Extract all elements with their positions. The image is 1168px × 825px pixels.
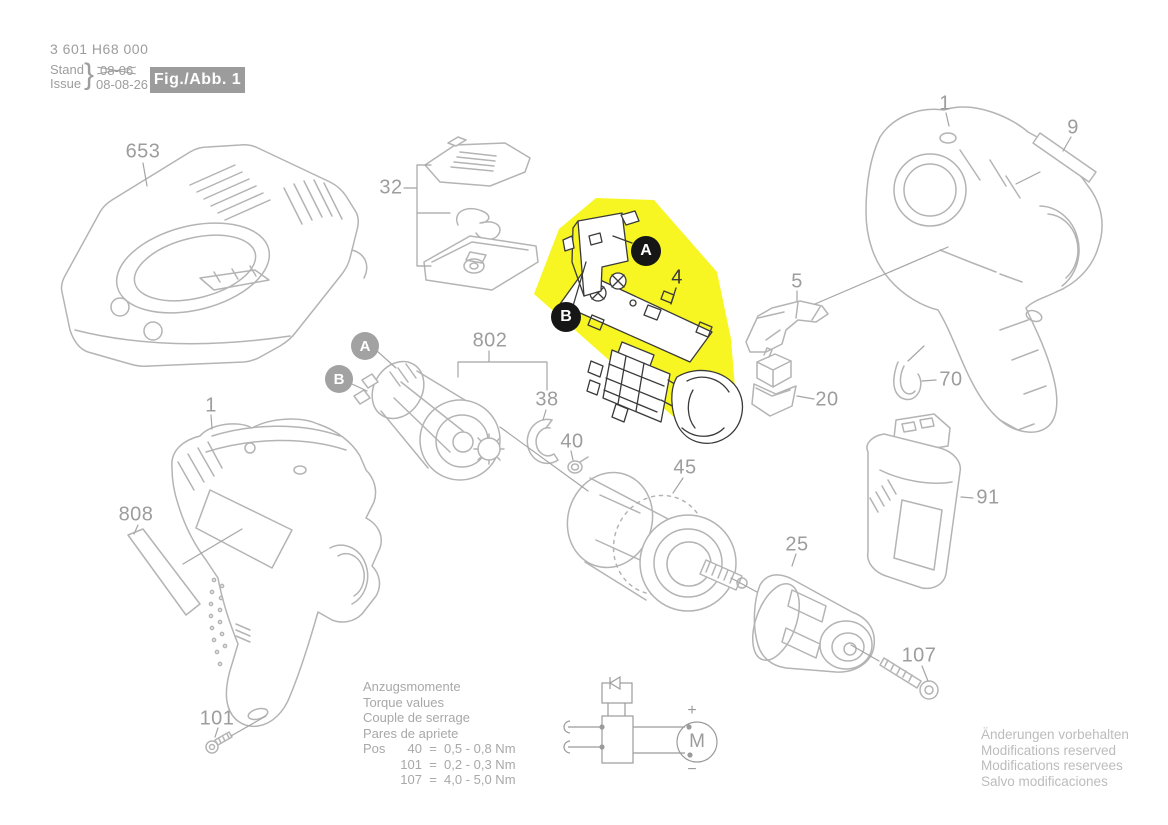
torque-row-pos: 101 xyxy=(400,756,422,772)
figure-badge: Fig./Abb. 1 xyxy=(150,67,245,93)
notice-en: Modifications reserved xyxy=(981,742,1117,758)
callout-battery: 91 xyxy=(976,486,1000,509)
issue-label: Issue xyxy=(50,76,82,91)
callout-screw-101: 101 xyxy=(199,707,235,730)
notice-de: Änderungen vorbehalten xyxy=(981,727,1129,742)
battery-drawing xyxy=(866,413,962,590)
callout-gearbox: 45 xyxy=(673,456,697,479)
screw-107-drawing xyxy=(879,657,939,700)
stand-label: Stand xyxy=(50,62,84,77)
marker-b-motor: B xyxy=(325,365,353,393)
minus-terminal-label: − xyxy=(687,761,697,778)
motor-drawing xyxy=(353,360,505,481)
motor-bracket-drawing xyxy=(526,418,559,465)
belt-hook-drawing xyxy=(893,361,922,401)
switch-slider-drawing xyxy=(423,136,539,291)
circuit-schematic xyxy=(563,675,718,764)
torque-title-en: Torque values xyxy=(363,694,444,710)
callout-nameplate-9: 9 xyxy=(1067,116,1079,139)
plus-terminal-label: + xyxy=(687,702,697,719)
revision-date-new: 08-08-26 xyxy=(96,77,149,92)
trigger-drawing xyxy=(745,300,829,353)
callout-belt-hook: 70 xyxy=(939,368,963,391)
torque-pos-label: Pos xyxy=(363,741,386,756)
torque-row-value: 0,5 - 0,8 Nm xyxy=(444,741,516,756)
housing-right-drawing xyxy=(865,106,1103,433)
torque-row-pos: 107 xyxy=(400,772,422,787)
marker-b-module: B xyxy=(551,302,581,332)
torque-row-pos: 40 xyxy=(407,741,422,756)
leader-lines xyxy=(133,112,1072,738)
notice-es: Salvo modificaciones xyxy=(981,773,1108,789)
revision-labels: Stand Issue xyxy=(50,63,84,91)
torque-row-value: 4,0 - 5,0 Nm xyxy=(444,772,516,787)
housing-left-drawing xyxy=(171,418,382,728)
callout-screw-40: 40 xyxy=(560,430,584,453)
chuck-drawing xyxy=(752,574,876,673)
callout-button: 20 xyxy=(815,388,839,411)
callout-switch-slider: 32 xyxy=(379,176,403,199)
gearbox-drawing xyxy=(566,471,748,612)
nameplate-808-drawing xyxy=(127,528,201,616)
callout-charger: 653 xyxy=(125,140,161,163)
nameplate-9-drawing xyxy=(1032,132,1097,183)
callout-nameplate-808: 808 xyxy=(118,503,154,526)
charger-drawing xyxy=(60,144,368,367)
torque-table: Anzugsmomente Torque values Couple de se… xyxy=(363,679,516,788)
callout-chuck: 25 xyxy=(785,533,809,556)
torque-row-eq: = xyxy=(429,756,437,772)
marker-a-module: A xyxy=(631,236,661,266)
torque-row-eq: = xyxy=(429,741,437,756)
torque-title-fr: Couple de serrage xyxy=(363,710,470,725)
revision-date-old: 08-06 xyxy=(100,63,134,78)
notice-fr: Modifications reservees xyxy=(981,758,1123,773)
callout-screw-107: 107 xyxy=(901,644,937,667)
callout-motor-bracket: 38 xyxy=(535,388,559,411)
callout-housing-left: 1 xyxy=(205,394,217,417)
callout-electronics-module: 4 xyxy=(671,266,683,289)
part-number: 3 601 H68 000 xyxy=(50,41,149,57)
callout-motor: 802 xyxy=(472,329,508,352)
callout-trigger: 5 xyxy=(791,270,803,293)
torque-title-de: Anzugsmomente xyxy=(363,679,461,694)
revision-brace: } xyxy=(84,58,95,91)
screw-101-drawing xyxy=(205,731,233,754)
torque-row-value: 0,2 - 0,3 Nm xyxy=(444,756,516,772)
marker-a-motor: A xyxy=(351,332,379,360)
torque-row-eq: = xyxy=(429,772,437,787)
electronics-module-drawing xyxy=(559,210,744,444)
callout-housing-right: 1 xyxy=(939,92,951,115)
screw-40-drawing xyxy=(567,456,589,474)
torque-title-es: Pares de apriete xyxy=(363,725,459,741)
modifications-notice: Änderungen vorbehalten Modifications res… xyxy=(981,727,1129,789)
motor-symbol-label: M xyxy=(689,731,705,752)
button-drawing xyxy=(751,347,797,417)
